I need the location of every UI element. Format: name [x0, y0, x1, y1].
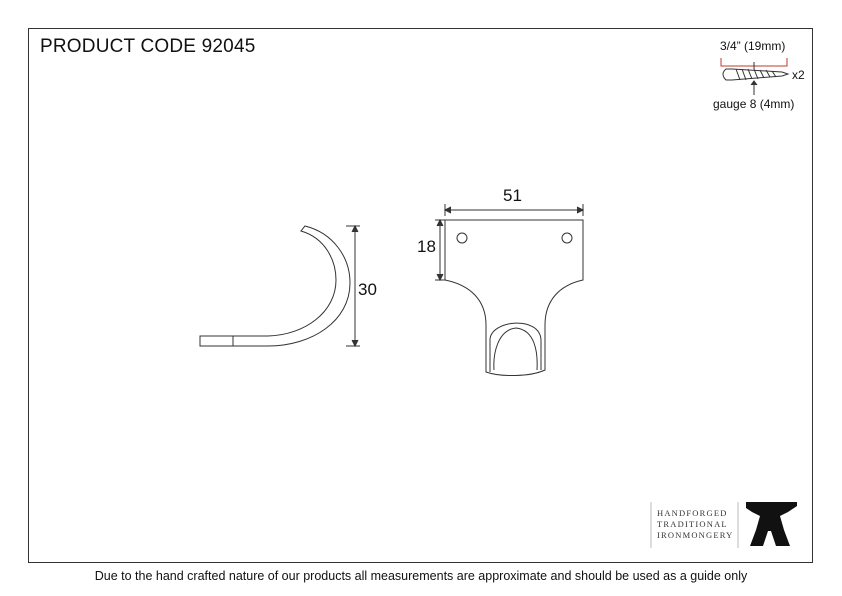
screw-quantity-label: x2: [792, 68, 805, 82]
screw-gauge-label: gauge 8 (4mm): [713, 97, 795, 111]
plate-front-view: [444, 219, 584, 376]
logo-text: HANDFORGED TRADITIONAL IRONMONGERY: [657, 508, 733, 541]
screw-icon: [720, 58, 790, 95]
product-code-title: PRODUCT CODE 92045: [40, 36, 256, 57]
width-dimension: [443, 204, 585, 216]
plate-height-dimension-label: 18: [417, 237, 436, 256]
width-dimension-label: 51: [503, 186, 522, 205]
disclaimer-footer: Due to the hand crafted nature of our pr…: [94, 569, 748, 583]
anvil-icon: [746, 502, 797, 546]
screw-hole-left: [456, 232, 468, 244]
hook-height-dimension: [346, 224, 360, 348]
screw-hole-right: [561, 232, 573, 244]
hook-side-view: [199, 225, 351, 347]
drawing-frame: [28, 28, 813, 563]
hook-height-dimension-label: 30: [358, 280, 377, 299]
logo-line-traditional: TRADITIONAL: [657, 519, 728, 529]
screw-length-label: 3/4” (19mm): [720, 39, 786, 53]
logo-line-ironmongery: IRONMONGERY: [657, 530, 734, 540]
plate-height-dimension: [435, 218, 446, 282]
logo-line-handforged: HANDFORGED: [657, 508, 728, 518]
